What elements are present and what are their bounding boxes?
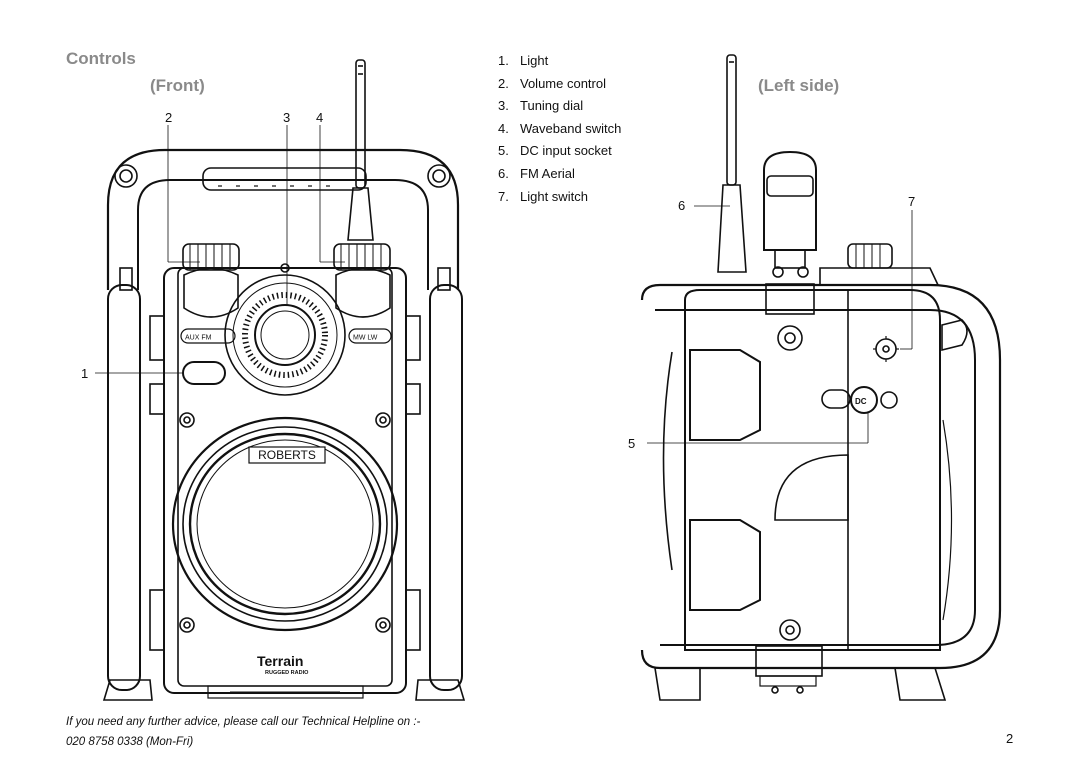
brand-plate [248,446,326,464]
callout-6: 6 [678,198,685,213]
front-speaker [171,416,399,632]
legend-number: 1. [498,53,509,68]
waveband-knob [333,243,391,271]
light-switch-icon [875,338,897,360]
front-leader-lines [95,125,345,374]
left-side-view-heading: (Left side) [758,76,840,95]
page-number: 2 [1006,731,1014,746]
dc-socket [850,386,878,414]
legend-item-light: 1. Light [498,50,621,73]
light-lens [182,361,226,385]
helpline-number: 020 8758 0338 (Mon-Fri) [66,736,194,748]
legend-number: 4. [498,120,509,136]
tuning-dial [224,263,346,396]
legend-number: 2. [498,75,509,91]
legend-label: Volume control [520,75,606,91]
front-body [163,243,407,699]
helpline-text: If you need any further advice, please c… [66,716,421,728]
mw-lw-switch [348,328,392,344]
side-leader-lines [647,205,913,444]
model-subtitle: RUGGED RADIO [265,670,309,676]
legend-number: 5. [498,143,509,159]
legend-label: Tuning dial [520,98,584,114]
legend-item-light-switch: 7. Light switch [498,186,621,209]
legend-item-tuning: 3. Tuning dial [498,95,621,118]
legend-number: 6. [498,165,509,181]
front-view-drawing: AUX FM MW LW ROBERTS Terrain RUGGED RADI… [81,59,466,701]
front-top-handle [106,148,460,290]
side-antenna [717,54,747,273]
side-handle [640,283,1002,677]
side-light-clip [763,150,817,278]
callout-1: 1 [81,366,88,381]
callout-7: 7 [908,194,915,209]
dc-label: DC [855,397,867,406]
legend-item-waveband: 4. Waveband switch [498,118,621,141]
controls-legend: 1. Light 2. Volume control 3. Tuning dial 4… [498,50,621,208]
legend-item-dc-input: 5. DC input socket [498,140,621,163]
front-side-bars [102,267,466,701]
side-body [654,243,968,701]
legend-label: Light [520,53,549,68]
section-title-controls: Controls [66,49,136,68]
legend-label: Waveband switch [520,120,622,136]
legend-number: 3. [498,98,509,114]
callout-2: 2 [165,110,172,125]
front-view-heading: (Front) [150,76,205,95]
legend-label: Light switch [520,188,588,204]
legend-item-volume: 2. Volume control [498,73,621,96]
callout-3: 3 [283,110,290,125]
aux-fm-label: AUX FM [185,335,212,342]
aux-fm-switch [180,328,236,344]
legend-label: DC input socket [520,143,612,159]
legend-number: 7. [498,188,509,204]
legend-label: FM Aerial [520,165,575,181]
callout-4: 4 [316,110,323,125]
legend-item-fm-aerial: 6. FM Aerial [498,163,621,186]
callout-5: 5 [628,436,635,451]
side-view-drawing: DC 6 7 5 [628,54,1002,701]
brand-name: ROBERTS [258,448,316,462]
volume-knob [182,243,240,271]
mw-lw-label: MW LW [353,335,378,342]
model-name: Terrain [257,653,303,669]
